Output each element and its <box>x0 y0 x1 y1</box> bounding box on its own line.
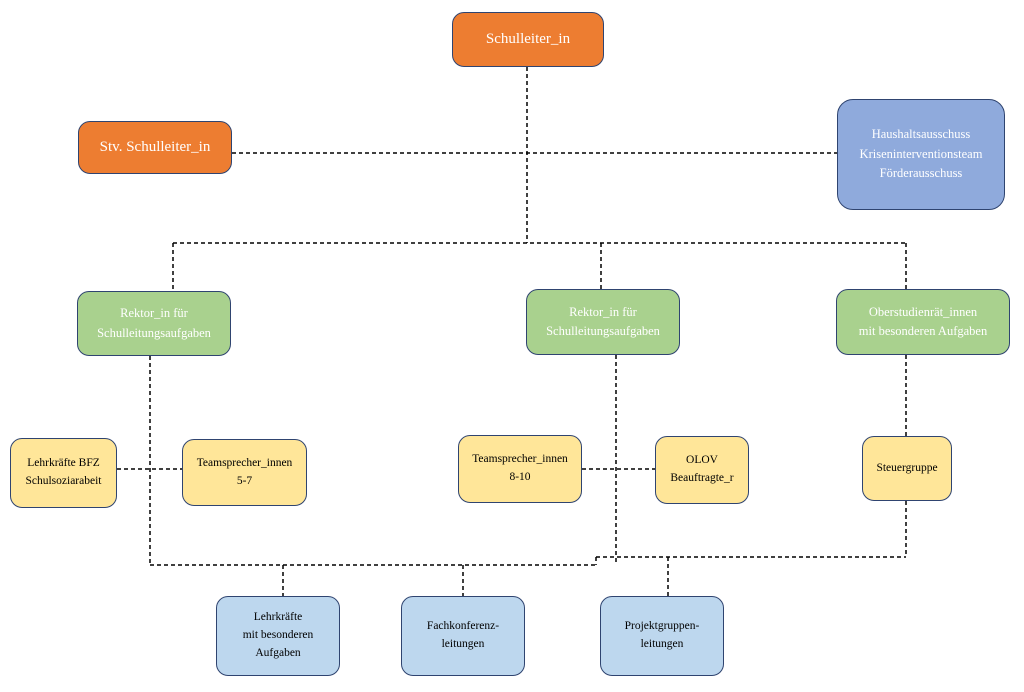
node-teamsprecher-5-7: Teamsprecher_innen 5-7 <box>182 439 307 506</box>
node-teamsprecher-8-10: Teamsprecher_innen 8-10 <box>458 435 582 503</box>
node-lehrkraefte-aufgaben: Lehrkräfte mit besonderen Aufgaben <box>216 596 340 676</box>
node-ausschuesse: Haushaltsausschuss Kriseninterventionste… <box>837 99 1005 210</box>
node-stv-schulleiter: Stv. Schulleiter_in <box>78 121 232 174</box>
node-fachkonferenz: Fachkonferenz- leitungen <box>401 596 525 676</box>
node-rektor-left: Rektor_in für Schulleitungsaufgaben <box>77 291 231 356</box>
node-projektgruppen: Projektgruppen- leitungen <box>600 596 724 676</box>
node-steuergruppe: Steuergruppe <box>862 436 952 501</box>
node-schulleiter: Schulleiter_in <box>452 12 604 67</box>
node-oberstudienrat: Oberstudienrät_innen mit besonderen Aufg… <box>836 289 1010 355</box>
node-olov: OLOV Beauftragte_r <box>655 436 749 504</box>
node-rektor-middle: Rektor_in für Schulleitungsaufgaben <box>526 289 680 355</box>
node-lehrkraefte-bfz: Lehrkräfte BFZ Schulsoziarabeit <box>10 438 117 508</box>
